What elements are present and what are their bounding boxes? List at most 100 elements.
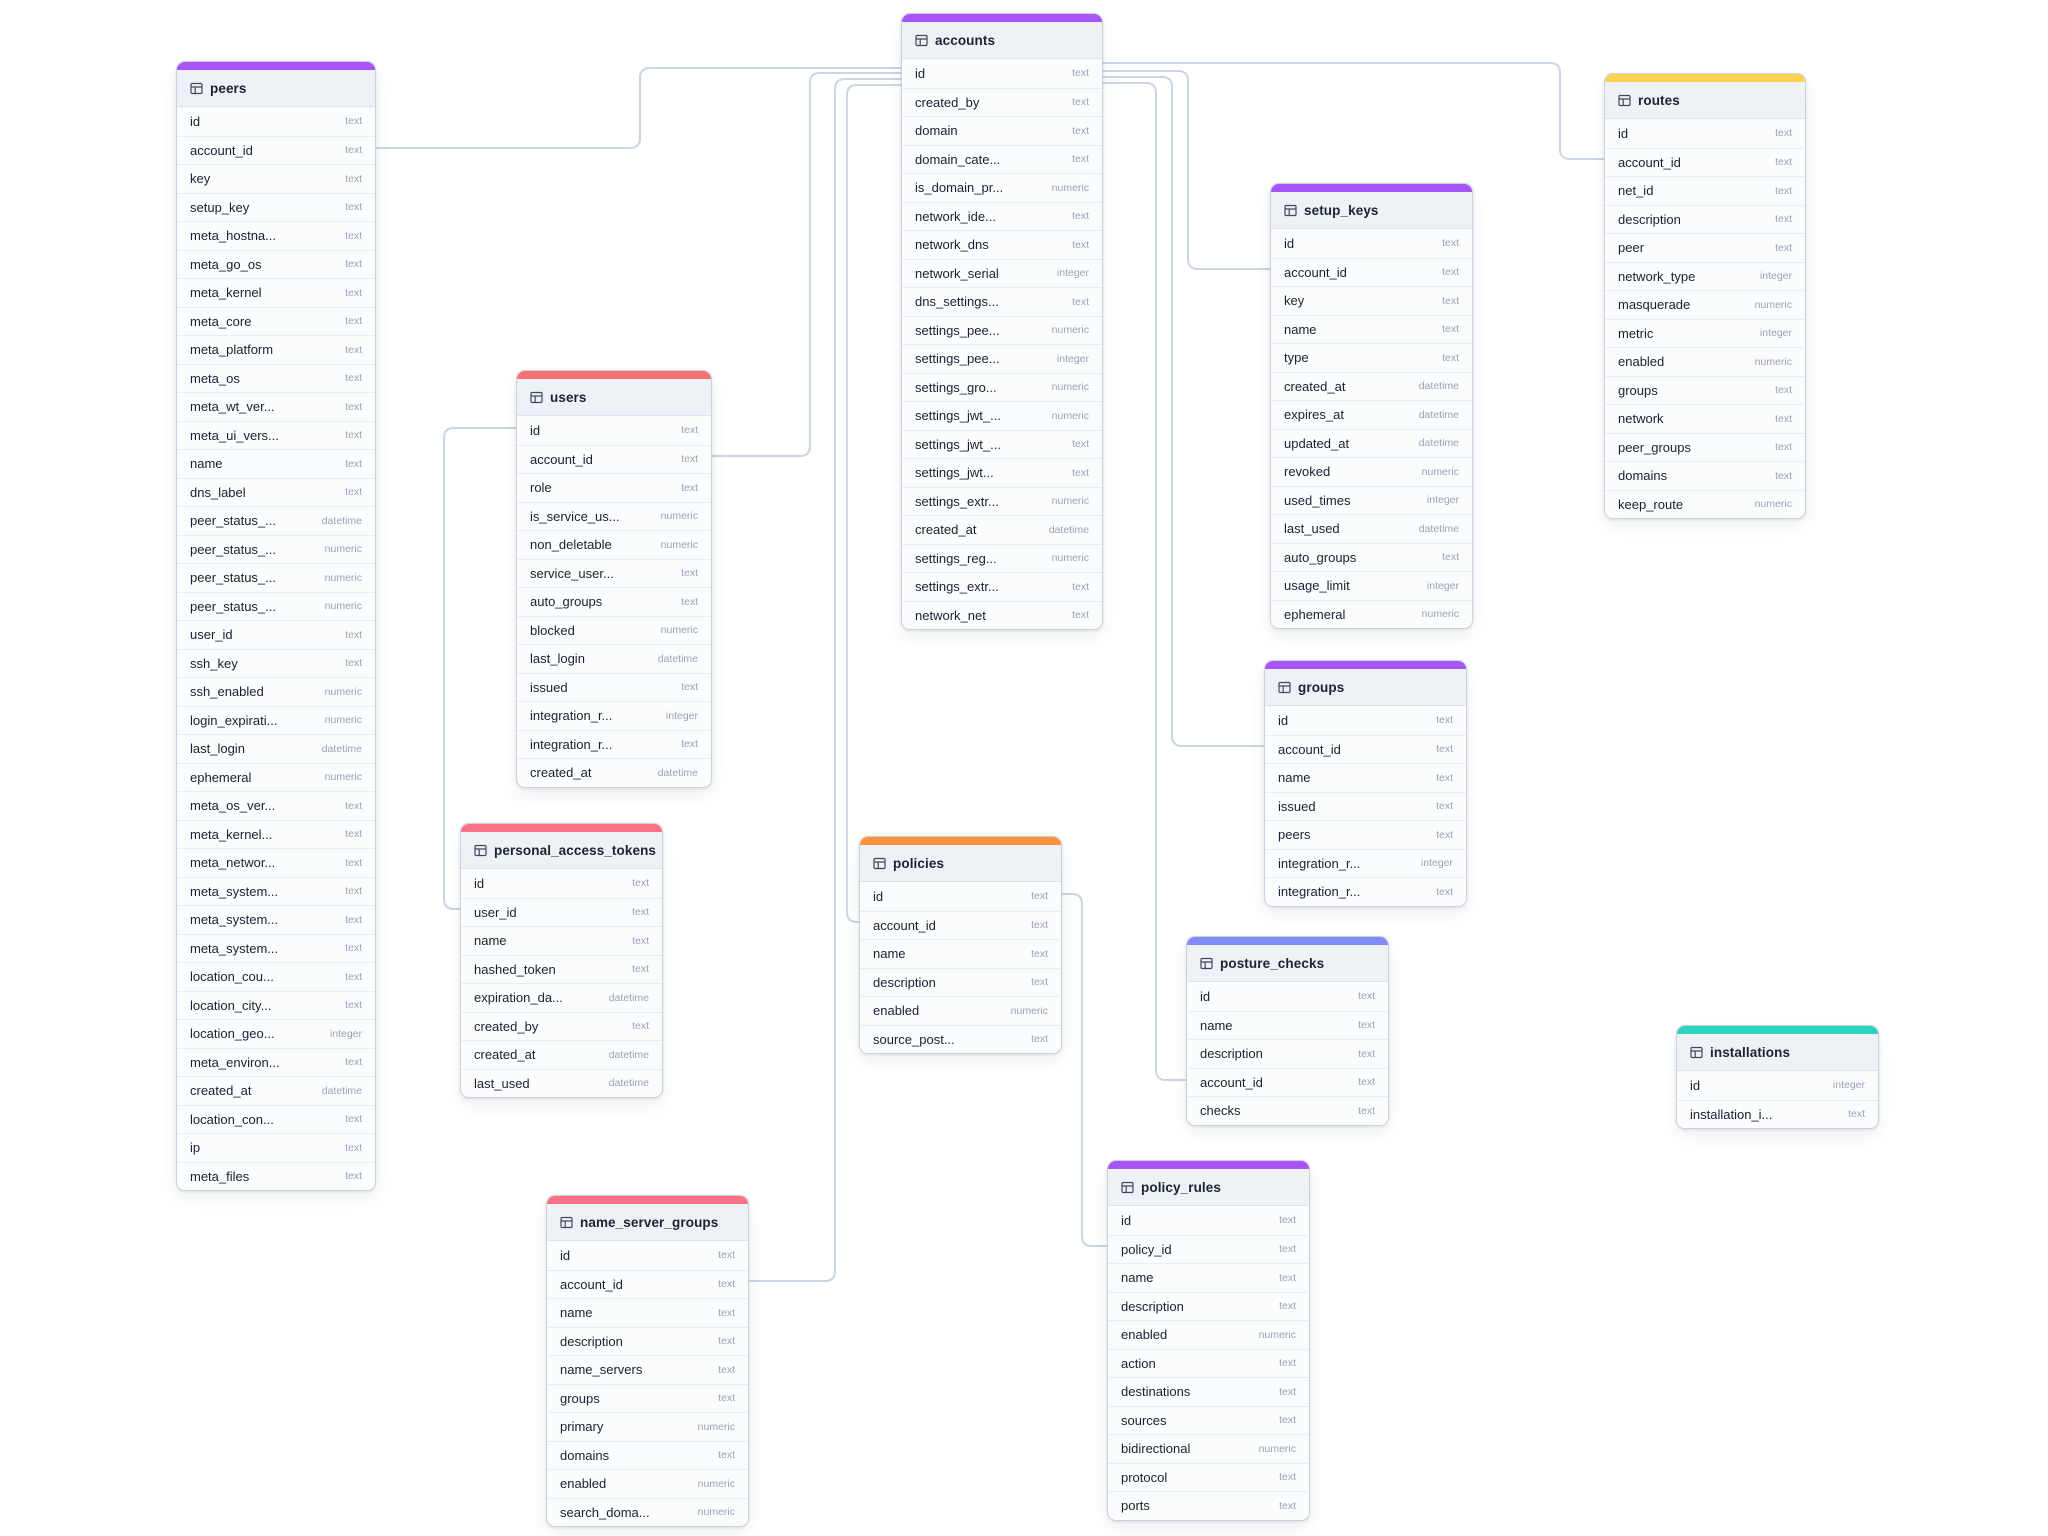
field-row[interactable]: type text bbox=[1271, 343, 1472, 372]
field-row[interactable]: created_at datetime bbox=[461, 1040, 662, 1069]
field-row[interactable]: ports text bbox=[1108, 1491, 1309, 1520]
field-row[interactable]: id text bbox=[1265, 706, 1466, 735]
field-row[interactable]: dns_settings... text bbox=[902, 287, 1102, 316]
table-header-users[interactable]: users bbox=[517, 379, 711, 416]
field-row[interactable]: peer_status_... numeric bbox=[177, 563, 375, 592]
field-row[interactable]: integration_r... integer bbox=[1265, 848, 1466, 878]
field-row[interactable]: auto_groups text bbox=[517, 587, 711, 616]
field-row[interactable]: account_id text bbox=[1265, 734, 1466, 764]
field-row[interactable]: account_id text bbox=[547, 1269, 748, 1299]
field-row[interactable]: id text bbox=[547, 1241, 748, 1270]
table-card-peers[interactable]: peers id text account_id text key text s… bbox=[176, 61, 376, 1191]
table-header-posture_checks[interactable]: posture_checks bbox=[1187, 945, 1388, 982]
table-card-personal_access_tokens[interactable]: personal_access_tokens id text user_id t… bbox=[460, 823, 663, 1098]
table-card-policy_rules[interactable]: policy_rules id text policy_id text name… bbox=[1107, 1160, 1310, 1521]
table-header-policy_rules[interactable]: policy_rules bbox=[1108, 1169, 1309, 1206]
field-row[interactable]: peer_status_... numeric bbox=[177, 534, 375, 564]
field-row[interactable]: id text bbox=[902, 59, 1102, 88]
field-row[interactable]: network_serial integer bbox=[902, 258, 1102, 288]
table-card-installations[interactable]: installations id integer installation_i.… bbox=[1676, 1025, 1879, 1129]
field-row[interactable]: meta_environ... text bbox=[177, 1047, 375, 1077]
table-card-users[interactable]: users id text account_id text role text … bbox=[516, 370, 712, 788]
field-row[interactable]: meta_kernel... text bbox=[177, 819, 375, 849]
field-row[interactable]: enabled numeric bbox=[1605, 347, 1805, 376]
field-row[interactable]: role text bbox=[517, 473, 711, 502]
field-row[interactable]: name text bbox=[177, 449, 375, 478]
table-header-peers[interactable]: peers bbox=[177, 70, 375, 107]
field-row[interactable]: last_login datetime bbox=[517, 644, 711, 673]
field-row[interactable]: usage_limit integer bbox=[1271, 571, 1472, 600]
table-header-policies[interactable]: policies bbox=[860, 845, 1061, 882]
table-card-groups[interactable]: groups id text account_id text name text… bbox=[1264, 660, 1467, 907]
field-row[interactable]: meta_system... text bbox=[177, 876, 375, 906]
field-row[interactable]: updated_at datetime bbox=[1271, 428, 1472, 458]
field-row[interactable]: meta_files text bbox=[177, 1161, 375, 1191]
field-row[interactable]: created_at datetime bbox=[1271, 371, 1472, 401]
table-card-setup_keys[interactable]: setup_keys id text account_id text key t… bbox=[1270, 183, 1473, 629]
field-row[interactable]: used_times integer bbox=[1271, 485, 1472, 515]
field-row[interactable]: id integer bbox=[1677, 1071, 1878, 1100]
field-row[interactable]: network_dns text bbox=[902, 230, 1102, 259]
table-card-accounts[interactable]: accounts id text created_by text domain … bbox=[901, 13, 1103, 630]
field-row[interactable]: description text bbox=[547, 1326, 748, 1356]
field-row[interactable]: enabled numeric bbox=[547, 1469, 748, 1498]
field-row[interactable]: peers text bbox=[1265, 820, 1466, 849]
table-header-setup_keys[interactable]: setup_keys bbox=[1271, 192, 1472, 229]
field-row[interactable]: last_used datetime bbox=[461, 1068, 662, 1098]
field-row[interactable]: created_at datetime bbox=[517, 758, 711, 787]
field-row[interactable]: peer_status_... numeric bbox=[177, 591, 375, 621]
table-header-groups[interactable]: groups bbox=[1265, 669, 1466, 706]
field-row[interactable]: settings_pee... integer bbox=[902, 344, 1102, 373]
field-row[interactable]: id text bbox=[461, 869, 662, 898]
field-row[interactable]: location_cou... text bbox=[177, 962, 375, 991]
table-header-installations[interactable]: installations bbox=[1677, 1034, 1878, 1071]
table-header-personal_access_tokens[interactable]: personal_access_tokens bbox=[461, 832, 662, 869]
field-row[interactable]: id text bbox=[1187, 982, 1388, 1011]
field-row[interactable]: meta_wt_ver... text bbox=[177, 392, 375, 421]
field-row[interactable]: net_id text bbox=[1605, 176, 1805, 205]
field-row[interactable]: domain_cate... text bbox=[902, 144, 1102, 174]
table-card-name_server_groups[interactable]: name_server_groups id text account_id te… bbox=[546, 1195, 749, 1527]
field-row[interactable]: account_id text bbox=[1605, 147, 1805, 177]
field-row[interactable]: settings_extr... numeric bbox=[902, 486, 1102, 516]
field-row[interactable]: name text bbox=[860, 939, 1061, 968]
field-row[interactable]: id text bbox=[177, 107, 375, 136]
field-row[interactable]: setup_key text bbox=[177, 192, 375, 222]
field-row[interactable]: description text bbox=[1605, 204, 1805, 234]
field-row[interactable]: meta_core text bbox=[177, 306, 375, 336]
field-row[interactable]: name text bbox=[1108, 1263, 1309, 1292]
field-row[interactable]: source_post... text bbox=[860, 1024, 1061, 1054]
field-row[interactable]: location_city... text bbox=[177, 990, 375, 1020]
field-row[interactable]: name text bbox=[1271, 314, 1472, 344]
field-row[interactable]: meta_os text bbox=[177, 363, 375, 393]
field-row[interactable]: policy_id text bbox=[1108, 1234, 1309, 1264]
table-header-accounts[interactable]: accounts bbox=[902, 22, 1102, 59]
field-row[interactable]: meta_hostna... text bbox=[177, 221, 375, 250]
field-row[interactable]: account_id text bbox=[1187, 1067, 1388, 1097]
field-row[interactable]: protocol text bbox=[1108, 1462, 1309, 1492]
field-row[interactable]: is_domain_pr... numeric bbox=[902, 173, 1102, 202]
field-row[interactable]: meta_networ... text bbox=[177, 848, 375, 877]
field-row[interactable]: domains text bbox=[547, 1440, 748, 1470]
field-row[interactable]: ephemeral numeric bbox=[1271, 599, 1472, 629]
table-card-routes[interactable]: routes id text account_id text net_id te… bbox=[1604, 73, 1806, 519]
field-row[interactable]: service_user... text bbox=[517, 558, 711, 588]
field-row[interactable]: enabled numeric bbox=[860, 996, 1061, 1025]
field-row[interactable]: sources text bbox=[1108, 1405, 1309, 1435]
field-row[interactable]: created_by text bbox=[902, 87, 1102, 117]
field-row[interactable]: name_servers text bbox=[547, 1355, 748, 1384]
field-row[interactable]: ephemeral numeric bbox=[177, 762, 375, 792]
field-row[interactable]: meta_os_ver... text bbox=[177, 791, 375, 820]
field-row[interactable]: peer text bbox=[1605, 233, 1805, 262]
field-row[interactable]: hashed_token text bbox=[461, 954, 662, 984]
field-row[interactable]: settings_pee... numeric bbox=[902, 315, 1102, 345]
field-row[interactable]: id text bbox=[1271, 229, 1472, 258]
field-row[interactable]: blocked numeric bbox=[517, 615, 711, 645]
field-row[interactable]: description text bbox=[1108, 1291, 1309, 1321]
field-row[interactable]: user_id text bbox=[461, 897, 662, 927]
field-row[interactable]: id text bbox=[517, 416, 711, 445]
field-row[interactable]: destinations text bbox=[1108, 1377, 1309, 1406]
field-row[interactable]: enabled numeric bbox=[1108, 1320, 1309, 1349]
field-row[interactable]: keep_route numeric bbox=[1605, 489, 1805, 519]
field-row[interactable]: primary numeric bbox=[547, 1412, 748, 1441]
